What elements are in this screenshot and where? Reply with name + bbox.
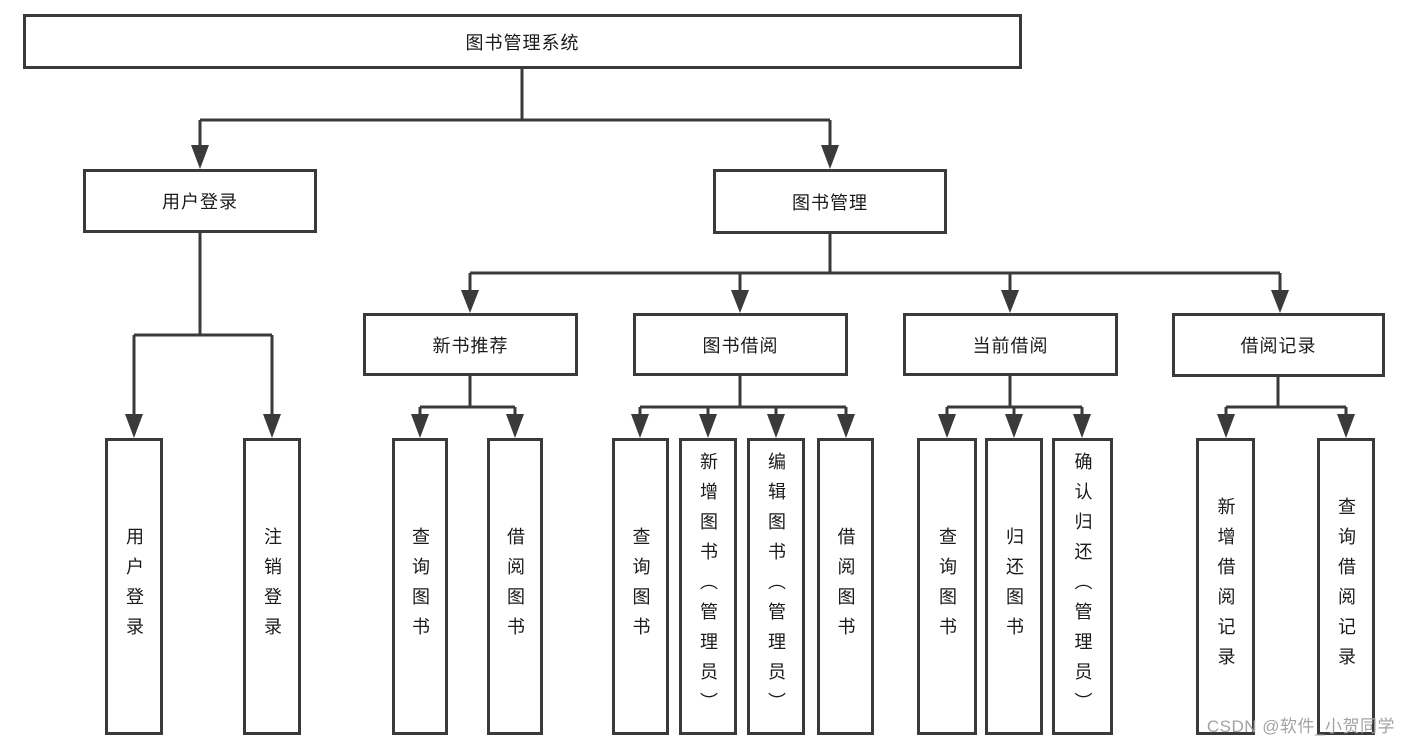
node-label: 确认归还（管理员）	[1072, 451, 1093, 722]
watermark: CSDN @软件_小贺同学	[1206, 717, 1395, 736]
node-current-query-books: 查询图书	[917, 438, 977, 735]
node-records-add-borrow-record: 新增借阅记录	[1196, 438, 1255, 735]
node-recommend-query-books: 查询图书	[392, 438, 448, 735]
node-label: 编辑图书（管理员）	[766, 451, 786, 722]
node-label: 注销登录	[262, 526, 282, 647]
node-book-borrowing: 图书借阅	[633, 313, 848, 376]
node-user-login-leaf: 用户登录	[105, 438, 163, 735]
node-borrowing-query-books: 查询图书	[612, 438, 669, 735]
node-records-query-borrow-record: 查询借阅记录	[1317, 438, 1375, 735]
node-logout: 注销登录	[243, 438, 301, 735]
node-borrowing-add-books-admin: 新增图书（管理员）	[679, 438, 737, 735]
node-label: 查询图书	[937, 526, 957, 647]
node-borrowing-records: 借阅记录	[1172, 313, 1385, 377]
node-label: 新增借阅记录	[1215, 496, 1236, 677]
node-new-book-recommendation: 新书推荐	[363, 313, 578, 376]
node-label: 借阅图书	[505, 526, 525, 647]
node-label: 用户登录	[124, 526, 144, 647]
node-label: 查询图书	[630, 526, 651, 647]
node-borrowing-borrow-books: 借阅图书	[817, 438, 874, 735]
node-current-return-books: 归还图书	[985, 438, 1043, 735]
node-library-system: 图书管理系统	[23, 14, 1022, 69]
node-label: 查询图书	[410, 526, 430, 647]
node-user-login: 用户登录	[83, 169, 317, 233]
node-borrowing-edit-books-admin: 编辑图书（管理员）	[747, 438, 805, 735]
node-current-confirm-return-admin: 确认归还（管理员）	[1052, 438, 1113, 735]
node-current-borrowing: 当前借阅	[903, 313, 1118, 376]
node-label: 查询借阅记录	[1336, 496, 1356, 677]
node-label: 新增图书（管理员）	[698, 451, 718, 722]
node-label: 归还图书	[1004, 526, 1024, 647]
node-recommend-borrow-books: 借阅图书	[487, 438, 543, 735]
node-label: 借阅图书	[835, 526, 856, 647]
node-book-management: 图书管理	[713, 169, 947, 234]
